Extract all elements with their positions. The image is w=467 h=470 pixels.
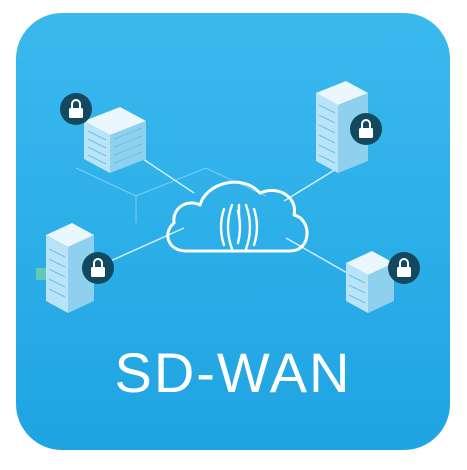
sd-wan-app-icon: SD-WAN bbox=[16, 13, 450, 450]
building-bottom-right bbox=[346, 251, 394, 313]
building-top-left bbox=[84, 107, 146, 173]
lock-icon bbox=[69, 108, 83, 118]
lock-badge-top-left bbox=[60, 93, 92, 125]
link-bottom-right bbox=[285, 237, 357, 279]
cloud-icon bbox=[166, 180, 309, 253]
sd-wan-logo-glyph bbox=[219, 203, 259, 251]
sd-wan-illustration bbox=[16, 13, 450, 450]
lock-icon bbox=[91, 267, 105, 277]
lock-icon bbox=[359, 128, 373, 138]
link-bottom-left bbox=[105, 227, 185, 264]
lock-badge-bottom-left bbox=[82, 252, 114, 284]
tile-background bbox=[16, 13, 450, 450]
lock-badge-bottom-right bbox=[388, 252, 420, 284]
building-bottom-left bbox=[36, 223, 94, 313]
lock-badge-top-right bbox=[350, 113, 382, 145]
app-title: SD-WAN bbox=[114, 341, 352, 404]
lock-icon bbox=[397, 267, 411, 277]
